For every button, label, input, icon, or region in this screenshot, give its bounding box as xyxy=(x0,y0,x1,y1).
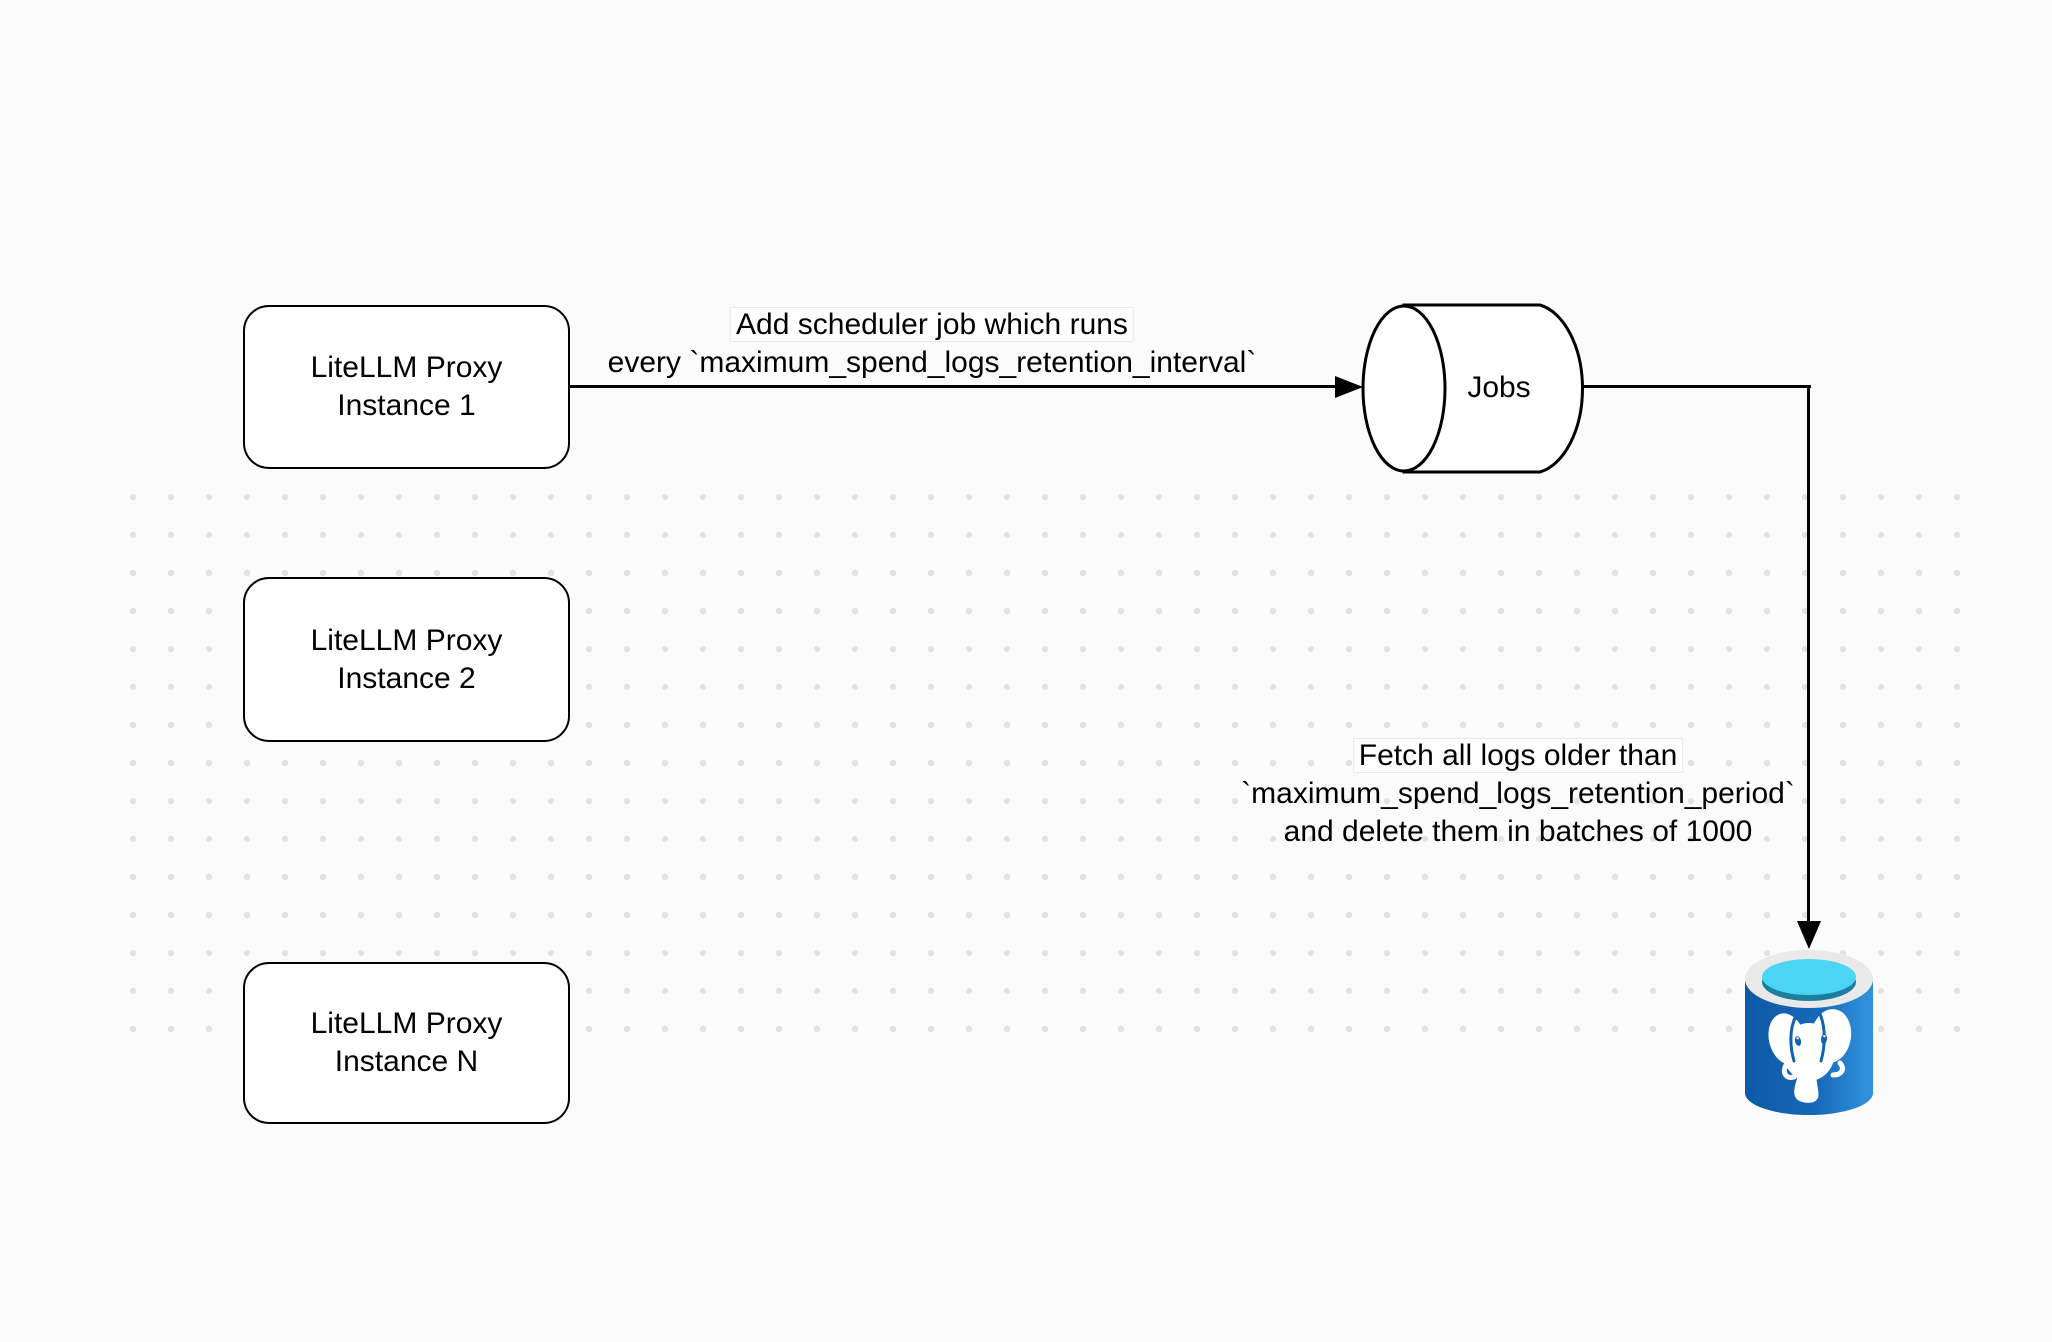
node-litellm-proxy-instance-2: LiteLLM Proxy Instance 2 xyxy=(243,577,570,742)
edge-cleanup-label-line2: `maximum_spend_logs_retention_period` xyxy=(1241,777,1795,810)
node-label-line2: Instance N xyxy=(334,1045,479,1078)
edge-cleanup-label: Fetch all logs older than `maximum_spend… xyxy=(1241,737,1795,851)
edge-scheduler-label-line1: Add scheduler job which runs xyxy=(730,307,1134,342)
node-label-line1: LiteLLM Proxy xyxy=(310,351,503,384)
arrowhead-down-icon xyxy=(1797,921,1821,949)
node-label-line2: Instance 1 xyxy=(337,389,476,422)
node-label-line1: LiteLLM Proxy xyxy=(310,1007,503,1040)
jobs-cylinder-face xyxy=(1361,304,1447,473)
node-label-line1: LiteLLM Proxy xyxy=(310,623,503,657)
edge-scheduler-label-line2: every `maximum_spend_logs_retention_inte… xyxy=(607,346,1257,379)
postgres-elephant-icon xyxy=(1768,1009,1852,1103)
postgres-cylinder-inner-cyan xyxy=(1762,959,1856,995)
edge-cleanup-line-horizontal xyxy=(1583,385,1811,388)
arrowhead-right-icon xyxy=(1335,376,1363,398)
edge-scheduler-line xyxy=(570,385,1336,388)
node-litellm-proxy-instance-n: LiteLLM Proxy Instance N xyxy=(243,962,570,1124)
node-jobs-label: Jobs xyxy=(1467,371,1531,404)
edge-scheduler-label: Add scheduler job which runs every `maxi… xyxy=(607,306,1257,382)
jobs-queue-cylinder xyxy=(1361,303,1585,474)
edge-cleanup-label-line3: and delete them in batches of 1000 xyxy=(1283,815,1753,848)
node-litellm-proxy-instance-1: LiteLLM Proxy Instance 1 xyxy=(243,305,570,469)
jobs-cylinder-body xyxy=(1402,303,1585,474)
edge-cleanup-line-vertical xyxy=(1807,385,1810,925)
postgresql-elephant-database-icon xyxy=(1745,950,1873,1115)
edge-cleanup-label-line1: Fetch all logs older than xyxy=(1352,738,1684,773)
node-label-line2: Instance 2 xyxy=(337,661,476,695)
